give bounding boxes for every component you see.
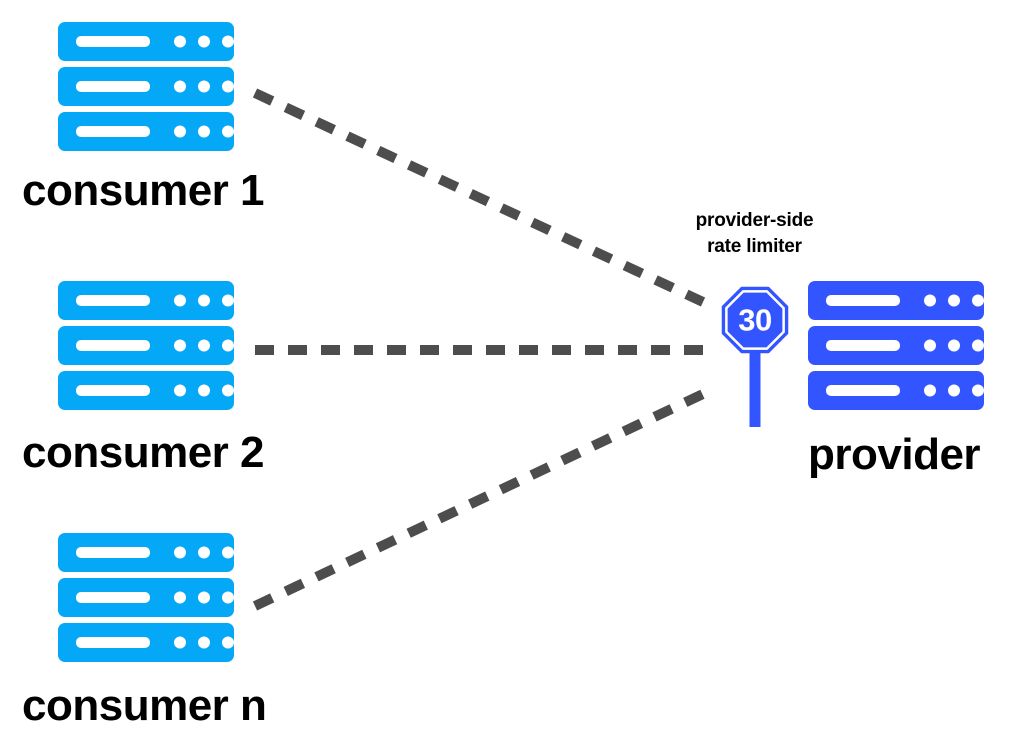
server-led-dot [174,546,186,559]
server-slot-bar [826,340,900,351]
server-led-dot [222,339,234,352]
server-led-dot [924,339,936,352]
node-label-provider: provider [808,430,981,479]
server-stack-icon [58,281,234,410]
server-led-dot [198,294,210,307]
server-led-dot [222,125,234,138]
server-led-dot [174,125,186,138]
speed-limit-sign-icon[interactable]: 30 [718,283,792,429]
server-led-dot [924,384,936,397]
server-led-dot [222,591,234,604]
server-slot-bar [76,340,150,351]
server-stack-icon [58,533,234,662]
server-led-dot [198,546,210,559]
server-led-dot [972,294,984,307]
edge-consumer-1-to-limiter [252,88,706,307]
server-slot-bar [76,126,150,137]
server-led-dot [198,125,210,138]
server-led-dot [198,80,210,93]
server-led-dot [198,591,210,604]
server-led-dot [222,80,234,93]
server-slot-bar [76,36,150,47]
server-led-dot [222,546,234,559]
server-led-dot [174,636,186,649]
server-led-dot [198,35,210,48]
server-led-dot [174,384,186,397]
sign-face [721,286,789,354]
server-led-dot [174,80,186,93]
server-slot-bar [76,295,150,306]
rate-limiter-caption: provider-side rate limiter [672,208,837,260]
server-led-dot [948,339,960,352]
rate-limiter-caption-line-2: rate limiter [707,236,802,258]
server-led-dot [174,294,186,307]
server-led-dot [222,636,234,649]
server-slot-bar [826,385,900,396]
server-stack-icon [58,22,234,151]
server-led-dot [972,339,984,352]
server-led-dot [972,384,984,397]
server-led-dot [222,384,234,397]
server-led-dot [222,35,234,48]
server-led-dot [198,384,210,397]
server-led-dot [174,591,186,604]
rate-limit-value: 30 [738,303,771,338]
server-led-dot [948,384,960,397]
sign-inner-outline [725,290,785,350]
server-led-dot [198,636,210,649]
server-slot-bar [826,295,900,306]
sign-post [749,320,761,427]
server-led-dot [948,294,960,307]
server-led-dot [924,294,936,307]
server-slot-bar [76,385,150,396]
node-label-consumer-2: consumer 2 [22,428,264,477]
server-stack-icon [808,281,984,410]
server-slot-bar [76,547,150,558]
server-slot-bar [76,81,150,92]
node-label-consumer-1: consumer 1 [22,166,264,215]
server-led-dot [198,339,210,352]
node-label-consumer-n: consumer n [22,681,267,730]
server-slot-bar [76,637,150,648]
server-led-dot [222,294,234,307]
edge-consumer-n-to-limiter [252,389,706,611]
server-slot-bar [76,592,150,603]
server-led-dot [174,339,186,352]
rate-limiter-caption-line-1: provider-side [695,210,814,231]
server-led-dot [174,35,186,48]
